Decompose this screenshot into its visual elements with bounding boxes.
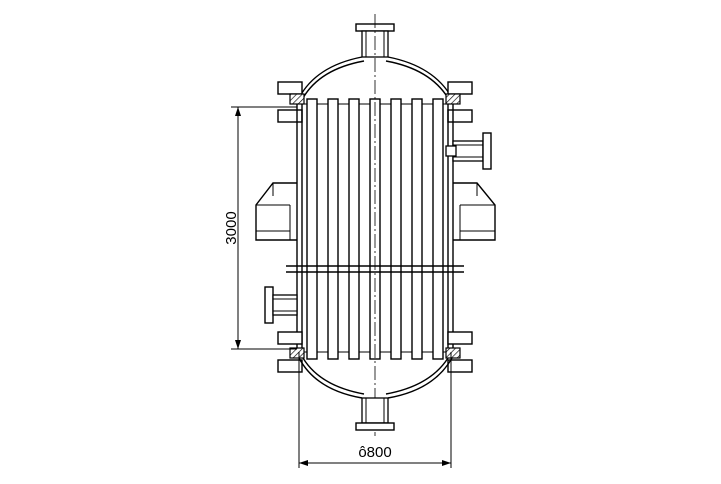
height-dimension-label: 3000 [223,211,240,244]
support-right [453,182,496,241]
bottom-flange-right [445,331,473,373]
diameter-dimension-label: ô800 [358,444,391,461]
bottom-flange-left [277,331,305,373]
top-flange-left [277,81,305,123]
bottom-nozzle [355,397,395,431]
side-nozzle-left [264,286,298,324]
bottom-head [298,357,453,399]
top-head [298,56,453,99]
support-left [255,182,297,241]
height-dimension [231,106,297,350]
top-flange-right [445,81,473,123]
diameter-dimension [298,352,452,468]
side-nozzle-right [445,132,492,170]
